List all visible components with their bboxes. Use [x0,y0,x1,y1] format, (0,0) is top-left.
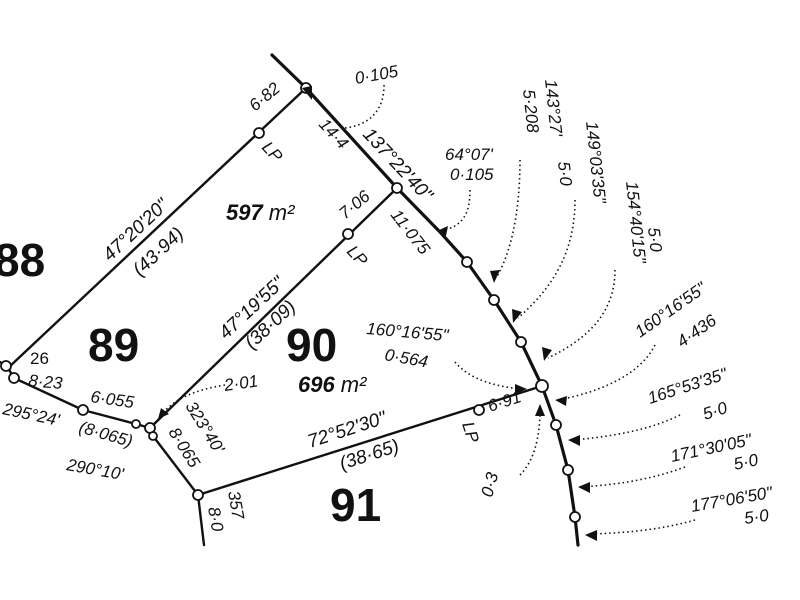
distance-label: 8·0 [204,505,227,533]
node [391,182,403,194]
boundary-90-91 [196,384,544,497]
arrowhead [490,270,500,283]
bearing-label: 64°07' [445,145,494,164]
bearing-label: 295°24' [0,399,62,430]
survey-mark-label: LP [343,242,372,271]
node [562,464,574,476]
leader [589,519,696,535]
survey-nodes [0,82,581,523]
distance-label: 5·0 [644,226,666,253]
bearing-label: 149°03'35" [582,120,610,205]
arrowhead [542,347,552,361]
distance-label: 5·0 [554,160,576,187]
leader [519,409,541,476]
node [77,404,89,416]
lot-number: 26 [30,349,49,368]
leader [344,84,385,129]
road-frontage-line [270,53,580,547]
distance-label: 6·82 [245,78,284,115]
bearing-label: 357 [224,489,248,521]
lot-number: 91 [330,479,381,531]
distance-label: 5·0 [700,398,730,424]
node [8,372,20,384]
distance-label: 5·208 [519,88,542,134]
node [461,256,473,268]
area-number: 696 [298,372,335,397]
leader [579,466,686,488]
distance-label: 11·075 [387,206,434,259]
node [0,360,12,372]
node [192,489,204,501]
survey-mark-label: LP [458,419,483,445]
arrowhead [555,396,567,406]
distance-label: 8·23 [28,371,64,393]
area-unit: m² [269,200,295,225]
leader [517,199,576,319]
distance-label: 14·4 [315,115,352,153]
bearing-label: 137°22'40" [358,124,437,206]
arrowhead [568,435,580,446]
arrowhead [302,86,312,100]
node [515,336,527,348]
distance-label: 0·3 [478,470,503,499]
distance-label: 5·0 [743,506,771,528]
area-unit: m² [341,372,367,397]
distance-label: 0·105 [450,165,494,184]
bearing-label: 290°10' [64,455,125,484]
leader [571,414,681,441]
arrowhead [578,482,590,493]
bearing-label: 143°27' [541,78,566,138]
node [342,228,354,240]
distance-label: 4·436 [673,310,720,351]
arrowhead [437,226,448,236]
arrowheads [158,86,597,541]
arrowhead [535,404,545,416]
lot-number: 89 [88,319,139,371]
node [550,419,562,431]
arrowhead [158,408,169,419]
boundary-lines [0,53,580,547]
arrowhead [515,384,527,394]
leader [557,344,656,401]
node [535,379,549,393]
distance-label: 5·0 [732,450,761,474]
bearing-label: 160°16'55" [366,319,451,345]
arrowhead [512,309,522,323]
leader-lines [159,84,696,535]
node [473,404,485,416]
leader [454,361,521,390]
leader [444,189,471,231]
distance-label: 2·01 [222,371,259,395]
node [488,294,500,306]
distance-label: 0·105 [353,62,400,88]
bearing-label: 154°40'15" [622,180,650,265]
area-number: 597 [226,200,264,225]
lot-number: 90 [286,319,337,371]
distance-label: 6·055 [89,387,135,412]
node [253,127,265,139]
node [131,419,141,429]
node [569,511,581,523]
lot-number: 88 [0,234,45,286]
boundary-89-90 [148,186,399,430]
node [148,431,158,441]
distance-label: 0·564 [383,345,429,371]
leader [495,159,521,279]
arrowhead [585,530,597,541]
leader [547,269,616,359]
survey-mark-label: LP [258,138,287,167]
distance-label: 6·91 [485,387,523,416]
